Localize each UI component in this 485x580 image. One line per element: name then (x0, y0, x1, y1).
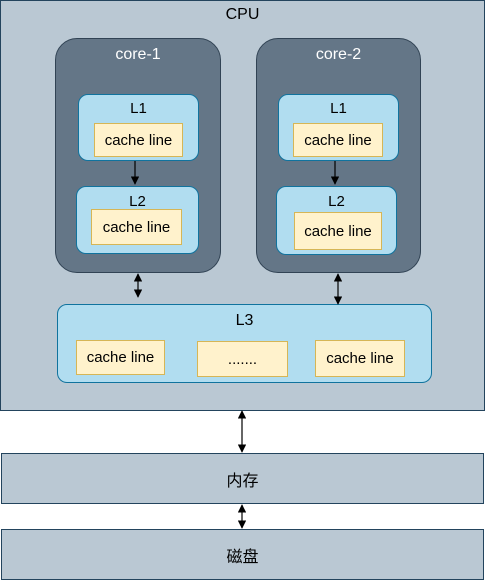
core-1-l2-cache-line: cache line (91, 209, 182, 245)
l3-cache-line-ellipsis: ....... (197, 341, 288, 377)
core-1-l1-title: L1 (130, 100, 147, 117)
core-2-l1-cache: L1 cache line (278, 94, 399, 161)
core-1-l2-cache: L2 cache line (76, 186, 199, 254)
core-2-l1-title: L1 (330, 100, 347, 117)
cpu-title: CPU (225, 6, 260, 23)
core-2-title: core-2 (315, 46, 362, 63)
l3-cache-line-1: cache line (76, 340, 165, 375)
l3-cache-line-3: cache line (315, 340, 405, 377)
core-2-l1-cache-line: cache line (293, 123, 383, 157)
core-1-box: core-1 L1 cache line L2 cache line (55, 38, 221, 273)
core-1-title: core-1 (115, 46, 161, 63)
core-1-l1-cache: L1 cache line (78, 94, 199, 161)
core-1-l1-cache-line: cache line (94, 123, 183, 157)
l3-cache: L3 cache line ....... cache line (57, 304, 432, 383)
disk-box: 磁盘 (1, 529, 484, 580)
l3-title: L3 (235, 312, 254, 329)
core-2-box: core-2 L1 cache line L2 cache line (256, 38, 421, 273)
core-2-l2-cache: L2 cache line (276, 186, 397, 255)
core-1-l2-title: L2 (129, 193, 146, 210)
core-2-l2-cache-line: cache line (294, 212, 382, 250)
memory-box: 内存 (1, 453, 484, 504)
core-2-l2-title: L2 (328, 193, 345, 210)
